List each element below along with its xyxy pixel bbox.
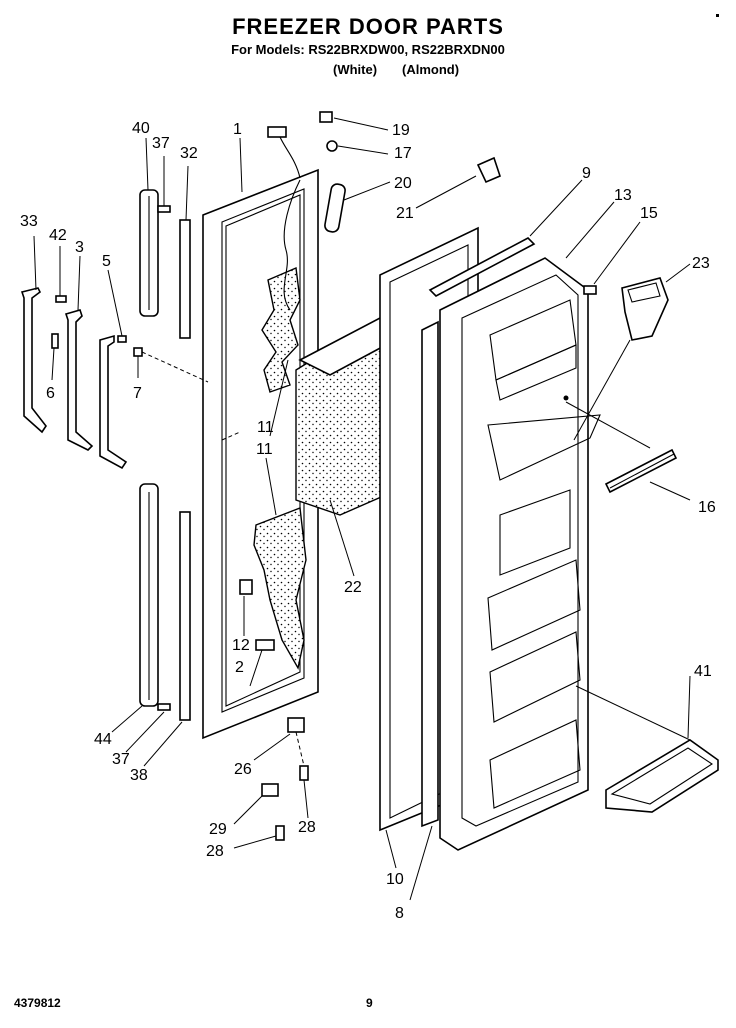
callout-11-lower: 11 xyxy=(256,441,273,458)
callout-12: 12 xyxy=(232,637,250,654)
callout-29: 29 xyxy=(209,821,227,838)
door-liner xyxy=(439,257,601,851)
leader-lines xyxy=(33,117,691,901)
callout-41: 41 xyxy=(694,663,712,680)
page-number: 9 xyxy=(366,996,373,1010)
callout-15: 15 xyxy=(640,205,658,222)
trim-strip-38 xyxy=(179,511,191,721)
page-title: FREEZER DOOR PARTS xyxy=(232,14,504,39)
bracket-2 xyxy=(255,639,275,651)
callout-10: 10 xyxy=(386,871,404,888)
screw-15 xyxy=(583,285,597,295)
callout-16: 16 xyxy=(698,499,716,516)
foam-insulation-upper xyxy=(261,266,301,393)
screw-28-lower xyxy=(275,825,285,841)
callout-21: 21 xyxy=(396,205,414,222)
hinge-bracket-29 xyxy=(261,783,279,797)
callout-6: 6 xyxy=(46,385,55,402)
hinge-bushing-26 xyxy=(287,717,305,733)
wire-harness xyxy=(283,179,301,311)
variant-white: (White) xyxy=(333,62,378,77)
callout-38: 38 xyxy=(130,767,148,784)
clip-6 xyxy=(51,333,59,349)
clip-7 xyxy=(133,347,143,357)
callout-44: 44 xyxy=(94,731,112,748)
callout-33: 33 xyxy=(20,213,38,230)
callout-1: 1 xyxy=(233,121,242,138)
screw-37-lower xyxy=(157,703,171,711)
clip-5-small xyxy=(117,335,127,343)
screw-28-upper xyxy=(299,765,309,781)
callout-7: 7 xyxy=(133,385,142,402)
corner-mark xyxy=(716,14,719,17)
callout-8: 8 xyxy=(395,905,404,922)
callout-26: 26 xyxy=(234,761,252,778)
callout-28-left: 28 xyxy=(206,843,224,860)
tube-20 xyxy=(324,183,346,233)
handle-trim-3 xyxy=(64,309,94,451)
gasket-strip xyxy=(421,320,439,828)
breaker-strip xyxy=(428,237,536,297)
callout-17: 17 xyxy=(394,145,412,162)
screw-42 xyxy=(55,295,67,303)
doc-number: 4379812 xyxy=(14,996,61,1010)
callout-37-lower: 37 xyxy=(112,751,130,768)
harness-connector xyxy=(267,126,287,138)
callout-42: 42 xyxy=(49,227,67,244)
callout-2: 2 xyxy=(235,659,244,676)
ice-chute xyxy=(621,277,669,341)
callout-23: 23 xyxy=(692,255,710,272)
callout-3: 3 xyxy=(75,239,84,256)
door-bin xyxy=(605,739,719,813)
wire-nut-21 xyxy=(476,156,501,184)
models-line: For Models: RS22BRXDW00, RS22BRXDN00 xyxy=(231,42,505,57)
variant-almond: (Almond) xyxy=(402,62,460,77)
callout-37-upper: 37 xyxy=(152,135,170,152)
screw-19 xyxy=(319,111,333,123)
handle-bracket-5 xyxy=(99,334,128,470)
callout-11-upper: 11 xyxy=(257,419,274,436)
callout-22: 22 xyxy=(344,579,362,596)
callout-13: 13 xyxy=(614,187,632,204)
callout-32: 32 xyxy=(180,145,198,162)
callout-19: 19 xyxy=(392,122,410,139)
clip-12 xyxy=(239,579,253,595)
callout-28-right: 28 xyxy=(298,819,316,836)
foam-insulation-lower xyxy=(253,507,307,670)
grommet-17 xyxy=(326,140,338,152)
callout-5: 5 xyxy=(102,253,111,270)
callout-9: 9 xyxy=(582,165,591,182)
handle-33 xyxy=(20,287,47,434)
callout-40: 40 xyxy=(132,120,150,137)
screw-37-upper xyxy=(157,205,171,213)
callout-20: 20 xyxy=(394,175,412,192)
callout-labels: 1 2 3 5 6 7 8 9 10 11 11 12 13 15 16 17 … xyxy=(20,120,716,922)
trim-strip-32 xyxy=(179,219,191,339)
